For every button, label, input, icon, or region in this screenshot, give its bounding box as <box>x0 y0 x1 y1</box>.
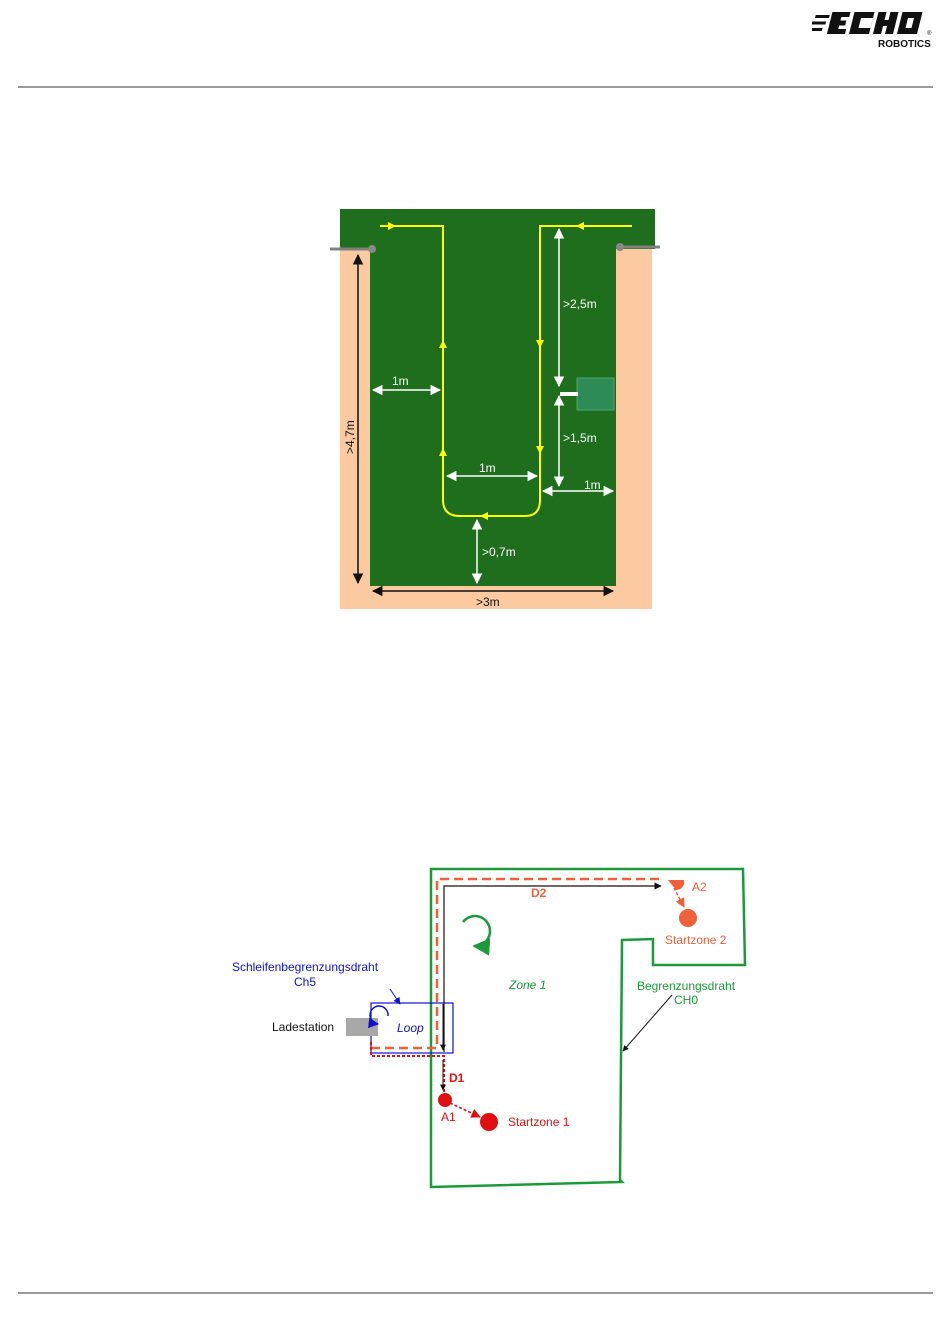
label-boundary-wire: Begrenzungsdraht <box>637 979 736 993</box>
label-charging-station: Ladestation <box>272 1020 334 1034</box>
a1-point <box>438 1093 452 1107</box>
start-zone-2-dot <box>679 909 697 927</box>
charging-station-box <box>346 1018 378 1036</box>
label-loop: Loop <box>397 1021 424 1035</box>
a2-marker <box>668 880 684 890</box>
a2-to-start2-arrow <box>674 888 684 907</box>
start-zone-1-dot <box>480 1113 498 1131</box>
label-start-zone-1: Startzone 1 <box>508 1115 570 1129</box>
label-a1: A1 <box>441 1110 456 1124</box>
label-loop-wire: Schleifenbegrenzungsdraht <box>232 960 379 974</box>
boundary-callout-arrow <box>623 995 672 1051</box>
loop-callout-arrow <box>390 989 400 1004</box>
label-d1: D1 <box>449 1071 465 1085</box>
label-boundary-channel: CH0 <box>674 993 698 1007</box>
mowing-direction-icon <box>463 916 490 946</box>
d2-arrow <box>444 886 661 1052</box>
label-zone-1: Zone 1 <box>508 978 546 992</box>
loop-direction-icon <box>370 1006 388 1024</box>
guide-wire-red <box>371 1042 444 1092</box>
label-start-zone-2: Startzone 2 <box>665 933 727 947</box>
label-a2: A2 <box>692 880 707 894</box>
label-d2: D2 <box>531 886 547 900</box>
label-loop-channel: Ch5 <box>294 975 316 989</box>
